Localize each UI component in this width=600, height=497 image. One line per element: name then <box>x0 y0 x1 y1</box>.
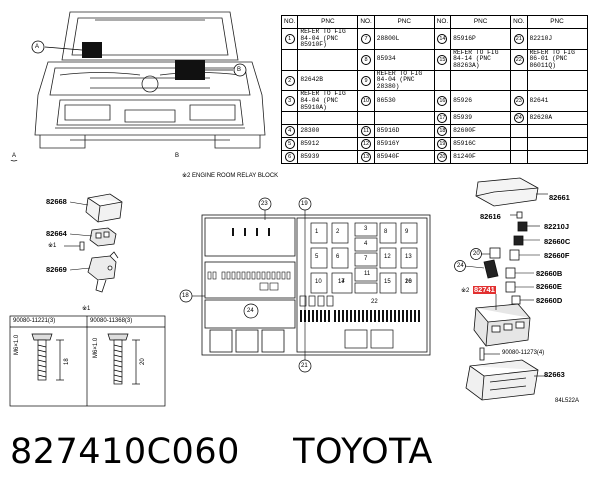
engine-bay-illustration <box>31 11 266 149</box>
callout-a: A <box>35 44 40 50</box>
relay-slot-number: 1 <box>315 229 319 235</box>
callout-24-right: 24 <box>457 263 464 269</box>
col-no: NO. <box>357 15 375 29</box>
part-82660c: 82660C <box>544 237 571 246</box>
callout-19: 19 <box>301 201 308 207</box>
callout-24: 24 <box>247 308 254 314</box>
part-82660f: 82660F <box>544 251 570 260</box>
relay-slot-number: 6 <box>336 254 340 260</box>
relay-block-title: ※2 ENGINE ROOM RELAY BLOCK <box>182 173 279 179</box>
section-b-marker: B <box>175 153 180 159</box>
row-number: 9 <box>357 69 375 92</box>
relay-block-exploded-view <box>454 177 548 401</box>
relay-slot-number: 12 <box>384 254 391 260</box>
relay-slot-number: 17 <box>338 279 345 285</box>
relay-slot-number: 14 <box>338 279 345 285</box>
part-82660d: 82660D <box>536 296 563 305</box>
pnc-code[interactable]: REFER TO FIG 86-01 (PNC 86011Q) <box>526 48 588 71</box>
relay-slot-number: 11 <box>364 271 371 277</box>
callout-18: 18 <box>182 293 189 299</box>
drawing-ref-code: 84L522A <box>555 398 580 404</box>
part-82741-highlight[interactable]: 82741 <box>473 285 496 294</box>
col-no: NO. <box>510 15 528 29</box>
pnc-code[interactable]: 85940F <box>373 150 435 165</box>
part-82660b: 82660B <box>536 269 563 278</box>
pnc-code[interactable]: REFER TO FIG 84-14 (PNC 88263A) <box>450 48 512 71</box>
part-82669: 82669 <box>46 265 67 274</box>
row-number: 10 <box>357 90 375 113</box>
star-2-marker: ※2 <box>461 288 470 294</box>
relay-slot-number: 15 <box>384 279 391 285</box>
star-1-marker: ※1 <box>48 243 57 249</box>
row-number: 6 <box>280 150 299 165</box>
relay-slot-number: 9 <box>405 229 409 235</box>
part-82616: 82616 <box>480 212 501 221</box>
relay-slot-number: 20 <box>405 279 412 285</box>
row-number: 20 <box>433 150 452 165</box>
row-number <box>510 150 528 165</box>
pnc-code[interactable]: 81240F <box>450 150 512 165</box>
relay-slot-number: 5 <box>315 254 319 260</box>
row-number: 13 <box>357 150 375 165</box>
bolt-ref-marker: ※1 <box>82 306 91 312</box>
pnc-code[interactable]: REFER TO FIG 84-04 (PNC 85910A) <box>297 90 359 113</box>
relay-slot-number: 4 <box>364 241 368 247</box>
part-82663: 82663 <box>544 370 565 379</box>
relay-slot-number: 2 <box>336 229 340 235</box>
part-82660e: 82660E <box>536 282 562 291</box>
part-title: 827410C060 TOYOTA <box>10 432 433 472</box>
callout-20: 20 <box>473 251 480 257</box>
relay-slot-number: 13 <box>405 254 412 260</box>
col-pnc: PNC <box>297 15 359 29</box>
section-a-marker: A <box>12 153 17 159</box>
brand-name: TOYOTA <box>293 432 433 472</box>
row-number: 24 <box>510 111 528 126</box>
relay-slot-number: 16 <box>405 279 412 285</box>
part-82661: 82661 <box>549 193 570 202</box>
table-header-row: NO. PNC NO. PNC NO. PNC NO. PNC <box>280 15 588 29</box>
callout-b: B <box>237 67 242 73</box>
bolt-90080-11273: 90080-11273(4) <box>502 350 545 356</box>
relay-slot-number: 7 <box>364 256 368 262</box>
row-number: 21 <box>510 28 528 50</box>
section-a-drawing <box>9 160 166 407</box>
col-pnc: PNC <box>526 15 588 29</box>
col-no: NO. <box>433 15 452 29</box>
relay-slot-number: 10 <box>315 279 322 285</box>
row-number: 5 <box>280 137 299 152</box>
callout-23: 23 <box>261 201 268 207</box>
row-number: 22 <box>510 48 528 71</box>
relay-slot-number: 8 <box>384 229 388 235</box>
part-82664: 82664 <box>46 229 67 238</box>
bolt-right-pn: 90080-11368(3) <box>90 318 133 324</box>
relay-slot-number: 22 <box>371 299 378 305</box>
row-number: 7 <box>357 28 375 50</box>
callout-21: 21 <box>301 363 308 369</box>
row-number: 2 <box>280 69 299 92</box>
bolt-left-pn: 90080-11221(3) <box>13 318 56 324</box>
part-82668: 82668 <box>46 197 67 206</box>
pnc-code[interactable] <box>526 150 588 165</box>
col-no: NO. <box>280 15 299 29</box>
relay-slot-number: 3 <box>364 226 368 232</box>
part-82210j: 82210J <box>544 222 570 231</box>
part-number: 827410C060 <box>10 432 240 472</box>
row-number: 8 <box>357 48 375 71</box>
row-number: 1 <box>280 28 299 50</box>
pnc-code[interactable]: REFER TO FIG 84-04 (PNC 85910F) <box>297 28 359 50</box>
relay-block-layout <box>179 197 431 373</box>
